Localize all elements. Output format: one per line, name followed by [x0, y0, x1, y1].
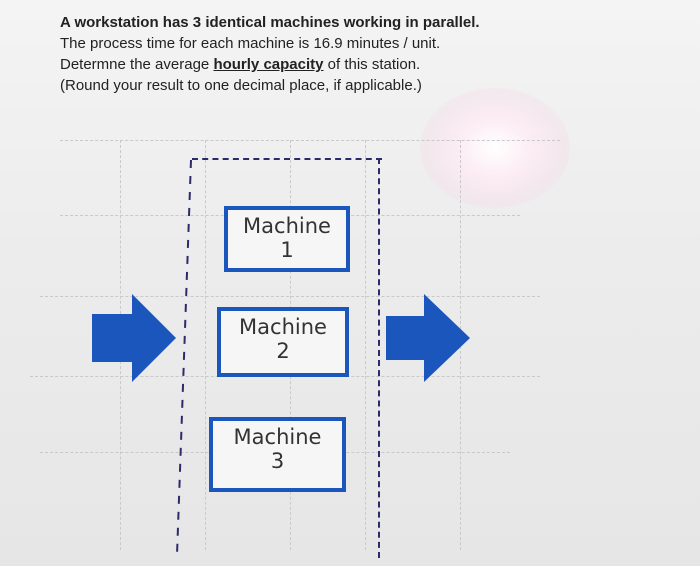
grid-line	[60, 140, 560, 141]
question-line-3: Determne the average hourly capacity of …	[60, 54, 660, 75]
screen-glare	[420, 88, 570, 208]
hourly-capacity-term: hourly capacity	[213, 56, 324, 73]
machine-3-number: 3	[270, 449, 285, 473]
station-boundary-top	[192, 158, 382, 160]
output-arrow-icon	[386, 294, 470, 382]
machine-3-box: Machine 3	[209, 417, 346, 492]
question-line-4: (Round your result to one decimal place,…	[60, 77, 422, 94]
station-boundary-left	[176, 160, 192, 555]
question-line-3-suffix: of this station.	[327, 56, 421, 73]
machine-2-label: Machine	[239, 315, 327, 339]
input-arrow-icon	[92, 294, 176, 382]
machine-1-box: Machine 1	[224, 206, 350, 272]
question-text: A workstation has 3 identical machines w…	[60, 12, 660, 96]
grid-line	[205, 140, 206, 550]
machine-2-number: 2	[276, 339, 290, 363]
machine-2-box: Machine 2	[217, 307, 349, 377]
question-line-1: A workstation has 3 identical machines w…	[60, 14, 480, 31]
grid-line	[365, 140, 366, 550]
question-line-3-prefix: Determne the average	[60, 56, 210, 73]
question-line-2: The process time for each machine is 16.…	[60, 35, 441, 52]
machine-3-label: Machine	[233, 425, 322, 449]
station-boundary-right	[378, 158, 382, 558]
machine-1-number: 1	[280, 238, 294, 262]
machine-1-label: Machine	[243, 214, 331, 238]
